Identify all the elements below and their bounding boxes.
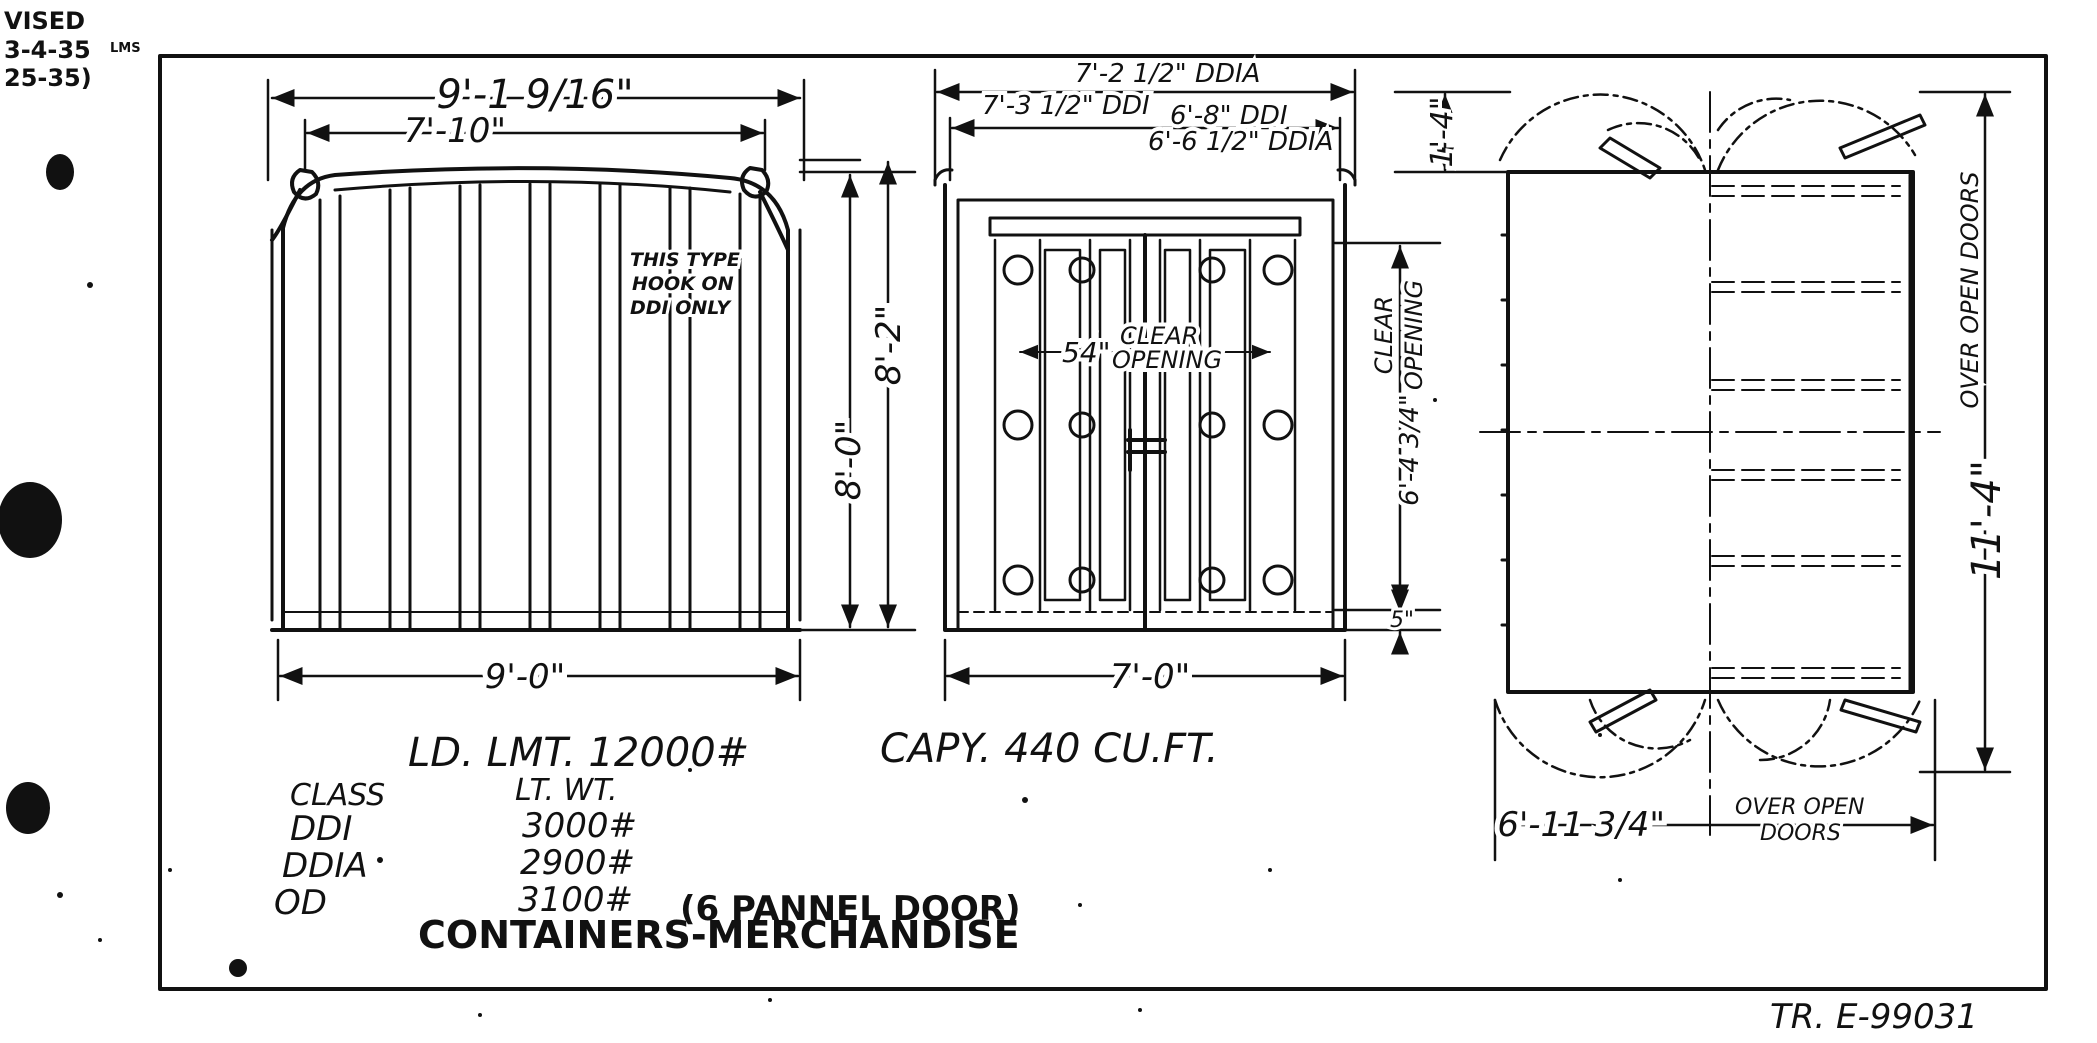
door-bottom-offset: 5"	[1390, 608, 1414, 633]
paper-speckles	[57, 282, 1622, 1017]
door-latch	[1126, 428, 1167, 472]
front-overall-width: 9'-1 9/16"	[436, 72, 633, 118]
front-container-body	[270, 166, 802, 632]
svg-text:THIS TYPE: THIS TYPE	[630, 249, 740, 271]
revision-line-2: 3-4-35	[4, 36, 91, 64]
front-base-width: 9'-0"	[485, 657, 566, 697]
binder-holes	[0, 154, 247, 977]
door-hinges	[1002, 254, 1294, 596]
door-width-ddia-top: 7'-2 1/2" DDIA	[1075, 59, 1260, 89]
weight-cell: 2900#	[520, 843, 635, 883]
clear-opening-width-value: 54"	[1062, 336, 1111, 369]
class-table: DDI 3000# DDIA 2900# OD 3100# (6 PANNEL DOOR)	[274, 806, 1021, 929]
spec-block: LD. LMT. 12000# CAPY. 440 CU.FT. CLASS L…	[274, 726, 1219, 957]
open-door-top-right	[1838, 113, 1927, 160]
open-door-bottom-left	[1588, 688, 1658, 734]
class-cell: DDIA	[282, 846, 368, 886]
plan-length-over-doors: 11'-4"	[1964, 460, 2010, 580]
hook-note: THIS TYPE HOOK ON DDI ONLY	[627, 246, 743, 322]
front-dimensions	[266, 78, 917, 702]
plan-top-offset: 1'-4"	[1425, 96, 1460, 167]
open-door-top-left	[1598, 136, 1662, 180]
revision-note: VISED 3-4-35 LMS 25-35)	[4, 7, 141, 92]
door-width-ddi-top: 7'-3 1/2" DDI	[982, 91, 1150, 121]
revision-initials: LMS	[110, 41, 141, 56]
door-width-ddia-inner: 6'-6 1/2" DDIA	[1148, 127, 1333, 157]
plan-width-note-1: OVER OPEN	[1735, 795, 1865, 820]
door-view: 7'-2 1/2" DDIA 7'-3 1/2" DDI 6'-8" DDI 6…	[933, 55, 1442, 702]
plan-view: 1'-4" 11'-4" OVER OPEN DOORS 6'-11 3/4" …	[1393, 90, 2015, 862]
clear-opening-width-label-2: OPENING	[1112, 346, 1222, 374]
weight-cell: 3000#	[522, 806, 637, 846]
svg-text:HOOK ON: HOOK ON	[632, 273, 734, 295]
class-header: CLASS	[290, 778, 385, 813]
drawing-number: TR. E-99031	[1770, 997, 1978, 1037]
open-door-bottom-right	[1839, 698, 1922, 734]
weight-cell: 3100#	[518, 880, 633, 920]
weight-header: LT. WT.	[515, 773, 617, 808]
load-limit: LD. LMT. 12000#	[408, 730, 749, 776]
front-height-8-2: 8'-2"	[869, 305, 909, 386]
capacity: CAPY. 440 CU.FT.	[880, 726, 1219, 772]
drawing-border	[158, 54, 2048, 991]
door-base-width: 7'-0"	[1110, 657, 1191, 697]
clear-opening-height-value: 6'-4 3/4"	[1395, 394, 1425, 506]
revision-line-1: VISED	[4, 7, 85, 35]
class-cell: OD	[274, 883, 327, 923]
plan-width-note-2: DOORS	[1760, 821, 1841, 846]
door-dimensions	[933, 68, 1442, 702]
clear-opening-width-label-1: CLEAR	[1120, 322, 1198, 350]
clear-opening-height-label-2: OPENING	[1400, 280, 1428, 390]
plan-width-over-doors: 6'-11 3/4"	[1497, 805, 1665, 845]
front-inner-width: 7'-10"	[404, 111, 506, 151]
revision-line-3: 25-35)	[4, 64, 92, 92]
plan-container-body	[1479, 91, 1941, 836]
door-container-body	[933, 168, 1357, 632]
plan-dimensions	[1393, 90, 2012, 862]
clear-opening-height-label-1: CLEAR	[1370, 296, 1398, 374]
class-cell: DDI	[290, 809, 352, 849]
front-view: 9'-1 9/16" 7'-10" 9'-0" 8'-0" 8'-2" THIS…	[266, 67, 917, 702]
front-height-8-0: 8'-0"	[829, 420, 869, 501]
svg-text:DDI ONLY: DDI ONLY	[630, 297, 732, 319]
door-width-ddi-inner: 6'-8" DDI	[1170, 101, 1288, 131]
door-note-cell: (6 PANNEL DOOR)	[680, 889, 1021, 929]
drawing-title: CONTAINERS-MERCHANDISE	[418, 913, 1020, 957]
plan-length-note: OVER OPEN DOORS	[1956, 171, 1984, 408]
